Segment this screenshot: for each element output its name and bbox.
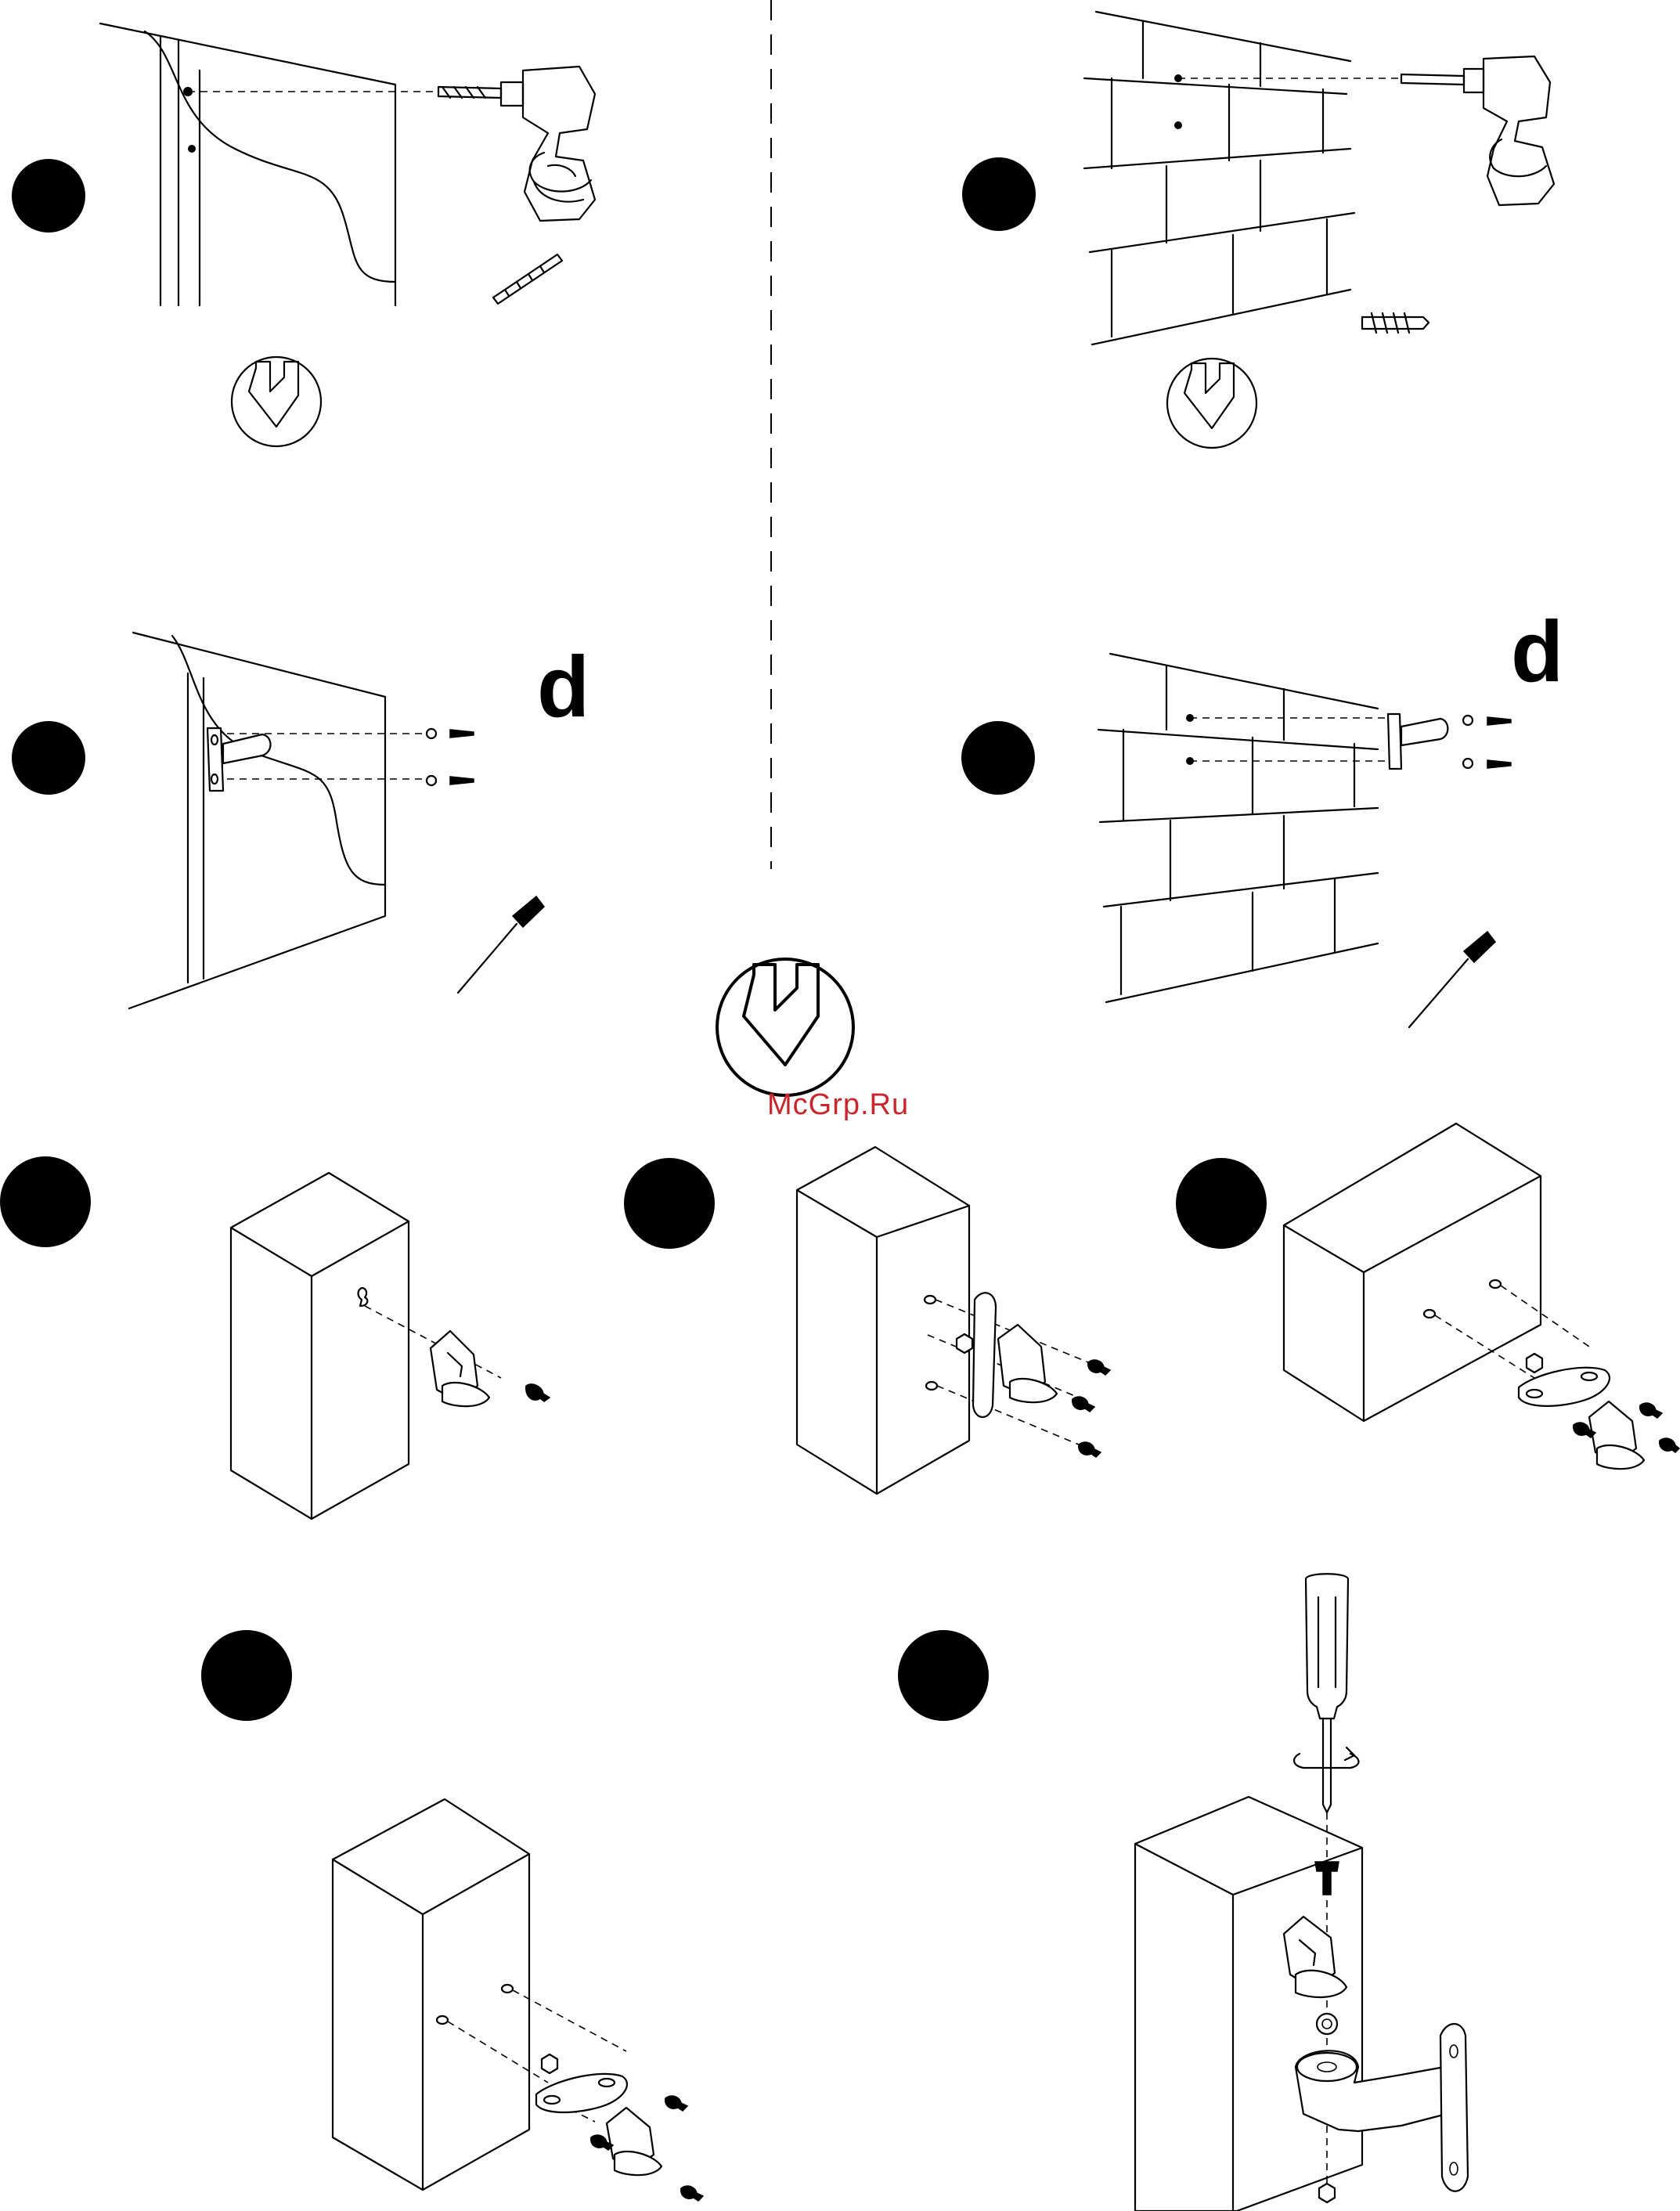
wall-bracket-icon [431,1331,489,1406]
drill-icon [438,67,595,221]
washer-icon [1317,2014,1337,2034]
screwdriver-icon [458,896,544,993]
wall-plug-icon [1362,313,1429,333]
screw-icon [1073,1397,1094,1412]
watermark: McGrp.Ru [767,1088,909,1121]
step-circle [962,157,1036,231]
screw-icon [665,2096,687,2111]
screw-icon [1640,1403,1662,1418]
nut-icon [957,1334,972,1353]
screw-icon [1079,1442,1101,1457]
wall-bracket-icon [1519,1368,1644,1469]
step-brick-mount: d [961,604,1563,1027]
step-circle [12,159,85,233]
rotation-arrow-icon [1294,1754,1358,1768]
screwdriver-icon [1409,932,1495,1027]
step-drywall-drill [12,23,595,446]
step-circle [1176,1158,1267,1249]
screw-icon [450,777,474,784]
down-arrow-icon [1167,359,1256,448]
step-drywall-mount: d [12,633,589,1008]
drill-bit-icon [493,254,562,304]
screw-icon [1660,1438,1679,1452]
down-arrow-icon [717,959,853,1095]
nut-icon [542,2054,557,2073]
step-final-assembly [898,1574,1468,2211]
wall-bracket-icon [973,1293,1057,1417]
label-d-right: d [1511,604,1563,700]
step-plate-mount-horizontal [1176,1124,1679,1469]
wall-bracket-icon [536,2074,662,2175]
step-circle [898,1630,989,1721]
step-plate-mount-vertical [624,1147,1110,1494]
nut-icon [1319,2184,1335,2202]
step-circle [624,1158,715,1249]
step-circle [961,721,1035,795]
screw-icon [526,1384,550,1401]
screw-icon [1487,717,1511,725]
step-circle [12,721,85,795]
step-plate-mount-side [201,1630,703,2201]
washer-icon [1463,716,1473,725]
screw-icon [1487,760,1511,768]
down-arrow-icon [232,357,321,446]
step-keyhole-mount [0,1156,550,1519]
drill-icon [1401,56,1554,205]
nut-icon [1527,1354,1542,1372]
screw-icon [1088,1360,1110,1375]
step-brick-drill [962,12,1554,448]
screw-icon [450,730,474,738]
washer-icon [1463,759,1473,768]
step-circle [201,1630,292,1721]
step-circle [0,1156,91,1247]
screw-icon [681,2186,703,2201]
washer-icon [427,729,436,738]
screwdriver-icon [1306,1574,1348,1812]
wall-bracket-icon [207,728,271,791]
wall-bracket-icon [1388,714,1447,769]
label-d-left: d [537,639,589,735]
washer-icon [427,776,436,785]
